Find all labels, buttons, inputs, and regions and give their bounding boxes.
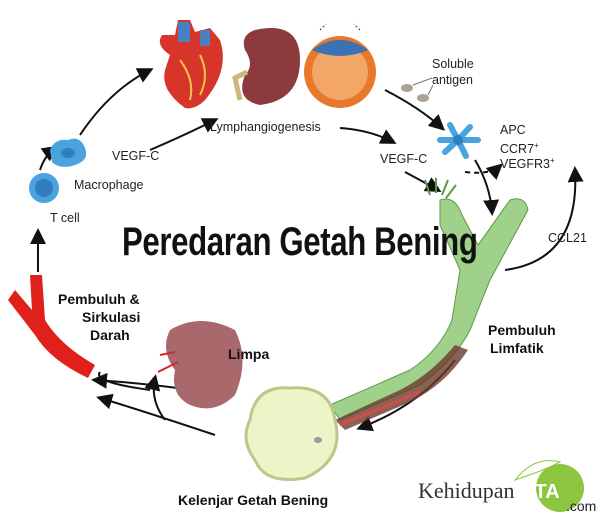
t-cell-icon: [29, 173, 59, 203]
lymph-vessel-icon: [329, 178, 529, 430]
label-lymphangiogenesis: Lymphangiogenesis: [210, 120, 321, 134]
label-pembuluh-darah-1: Pembuluh &: [58, 291, 140, 307]
logo-text: Kehidupan: [418, 478, 515, 503]
logo-accent: KITA: [514, 481, 560, 503]
spleen-icon: [157, 321, 243, 409]
vegfr3-text: VEGFR3: [500, 157, 551, 172]
label-vegf-c-right: VEGF-C: [380, 152, 428, 166]
heart-icon: [159, 20, 223, 109]
label-limfatik: Limfatik: [490, 340, 544, 356]
label-t-cell: T cell: [50, 211, 80, 225]
label-pembuluh-darah-3: Darah: [90, 327, 130, 343]
label-ccl21: CCL21: [548, 231, 587, 245]
label-antigen: antigen: [432, 73, 474, 87]
logo-suffix: .com: [566, 498, 597, 514]
label-macrophage: Macrophage: [74, 178, 144, 192]
eye-icon: [304, 23, 376, 108]
blood-vessel-icon: [8, 275, 95, 378]
label-vegfr3: VEGFR3+: [500, 153, 555, 172]
site-logo: KehidupanKITA .com: [418, 478, 596, 514]
ccr7-text: CCR7: [500, 142, 535, 157]
label-apc: APC: [500, 123, 526, 137]
label-vegf-c-left: VEGF-C: [112, 149, 160, 163]
label-pembuluh-darah-2: Sirkulasi: [82, 309, 141, 325]
label-kelenjar: Kelenjar Getah Bening: [178, 492, 329, 508]
vegfr3-plus: +: [550, 156, 555, 165]
label-limpa: Limpa: [228, 346, 270, 362]
lymph-node-icon: [244, 386, 339, 481]
label-ccr7: CCR7+: [500, 138, 539, 157]
antigen-icon: [401, 77, 434, 102]
kidney-icon: [232, 28, 300, 105]
ccr7-plus: +: [534, 141, 539, 150]
label-soluble: Soluble: [432, 57, 474, 71]
label-pembuluh: Pembuluh: [488, 322, 556, 338]
logo-mark: [513, 460, 584, 512]
page-title: Peredaran Getah Bening: [122, 220, 478, 264]
macrophage-cell-icon: [50, 138, 87, 167]
dendritic-cell-icon: [437, 122, 481, 159]
